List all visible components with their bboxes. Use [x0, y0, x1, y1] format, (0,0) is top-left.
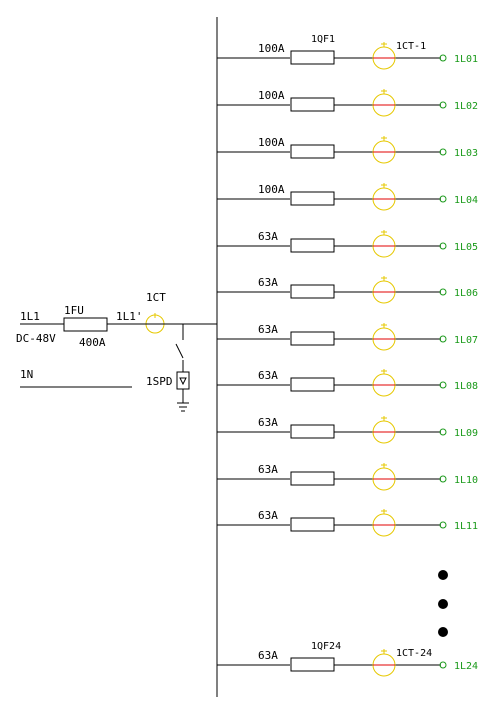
- after-fuse-label: 1L1': [116, 310, 143, 323]
- ellipsis-dot: [438, 599, 448, 609]
- spd-symbol: [176, 371, 190, 390]
- incoming-feeder: 1L1 DC-48V 1FU 400A 1L1' 1CT 1SPD 1N: [16, 291, 217, 412]
- ellipsis-dot: [438, 570, 448, 580]
- breaker-label: 1QF1: [311, 34, 335, 45]
- terminal-icon: [439, 288, 447, 296]
- spd-label: 1SPD: [146, 375, 173, 388]
- branch-row: 100A 1QF1 1CT-1 1L01: [217, 34, 478, 70]
- branch-row: 63A 1L07: [217, 323, 478, 351]
- terminal-icon: [439, 101, 447, 109]
- terminal-icon: [439, 381, 447, 389]
- branch-row: 63A 1L11: [217, 509, 478, 537]
- branch-rating: 63A: [258, 509, 278, 522]
- branch-circuits: 100A 1QF1 1CT-1 1L01 100A 1L02 100A 1L03 100A 1L0…: [217, 34, 478, 677]
- ellipsis-dot: [438, 627, 448, 637]
- branch-row: 63A 1L06: [217, 276, 478, 304]
- branch-rating: 63A: [258, 323, 278, 336]
- branch-row: 100A 1L04: [217, 183, 478, 211]
- branch-row: 63A 1L09: [217, 416, 478, 444]
- branch-rating: 63A: [258, 649, 278, 662]
- branch-rating: 100A: [258, 136, 285, 149]
- voltage-label: DC-48V: [16, 332, 56, 345]
- terminal-icon: [439, 148, 447, 156]
- branch-row: 100A 1L03: [217, 136, 478, 164]
- terminal-icon: [439, 335, 447, 343]
- terminal-icon: [439, 475, 447, 483]
- output-label: 1L01: [454, 54, 478, 65]
- breaker-symbol: [290, 424, 335, 439]
- output-label: 1L09: [454, 428, 478, 439]
- terminal-icon: [439, 521, 447, 529]
- breaker-symbol: [290, 144, 335, 159]
- terminal-icon: [439, 54, 447, 62]
- branch-row: 63A 1L05: [217, 230, 478, 258]
- fuse-symbol: [63, 317, 108, 332]
- neutral-label: 1N: [20, 368, 33, 381]
- terminal-icon: [439, 195, 447, 203]
- breaker-symbol: [290, 191, 335, 206]
- branch-row: 63A 1QF24 1CT-24 1L24: [217, 641, 478, 677]
- incoming-line-label: 1L1: [20, 310, 40, 323]
- breaker-symbol: [290, 97, 335, 112]
- output-label: 1L05: [454, 242, 478, 253]
- spd-switch: [175, 343, 184, 359]
- main-ct-label: 1CT: [146, 291, 166, 304]
- breaker-symbol: [290, 377, 335, 392]
- branch-rating: 63A: [258, 463, 278, 476]
- continuation-dots: [438, 570, 448, 637]
- breaker-symbol: [290, 331, 335, 346]
- breaker-symbol: [290, 284, 335, 299]
- spd-arrow-icon: [179, 377, 187, 386]
- ct-label: 1CT-24: [396, 648, 432, 659]
- branch-rating: 100A: [258, 42, 285, 55]
- terminal-icon: [439, 242, 447, 250]
- terminal-icon: [439, 661, 447, 669]
- breaker-symbol: [290, 471, 335, 486]
- breaker-symbol: [290, 50, 335, 65]
- branch-row: 63A 1L08: [217, 369, 478, 397]
- output-label: 1L10: [454, 475, 478, 486]
- output-label: 1L11: [454, 521, 478, 532]
- output-label: 1L04: [454, 195, 478, 206]
- ct-label: 1CT-1: [396, 41, 426, 52]
- breaker-symbol: [290, 657, 335, 672]
- branch-row: 63A 1L10: [217, 463, 478, 491]
- terminal-icon: [439, 428, 447, 436]
- breaker-symbol: [290, 517, 335, 532]
- branch-rating: 63A: [258, 369, 278, 382]
- fuse-rating: 400A: [79, 336, 106, 349]
- breaker-symbol: [290, 238, 335, 253]
- branch-rating: 63A: [258, 230, 278, 243]
- output-label: 1L02: [454, 101, 478, 112]
- output-label: 1L08: [454, 381, 478, 392]
- output-label: 1L07: [454, 335, 478, 346]
- fuse-label: 1FU: [64, 304, 84, 317]
- output-label: 1L03: [454, 148, 478, 159]
- branch-rating: 100A: [258, 183, 285, 196]
- branch-rating: 63A: [258, 276, 278, 289]
- branch-rating: 100A: [258, 89, 285, 102]
- breaker-label: 1QF24: [311, 641, 341, 652]
- output-label: 1L06: [454, 288, 478, 299]
- output-label: 1L24: [454, 661, 478, 672]
- branch-row: 100A 1L02: [217, 89, 478, 117]
- branch-rating: 63A: [258, 416, 278, 429]
